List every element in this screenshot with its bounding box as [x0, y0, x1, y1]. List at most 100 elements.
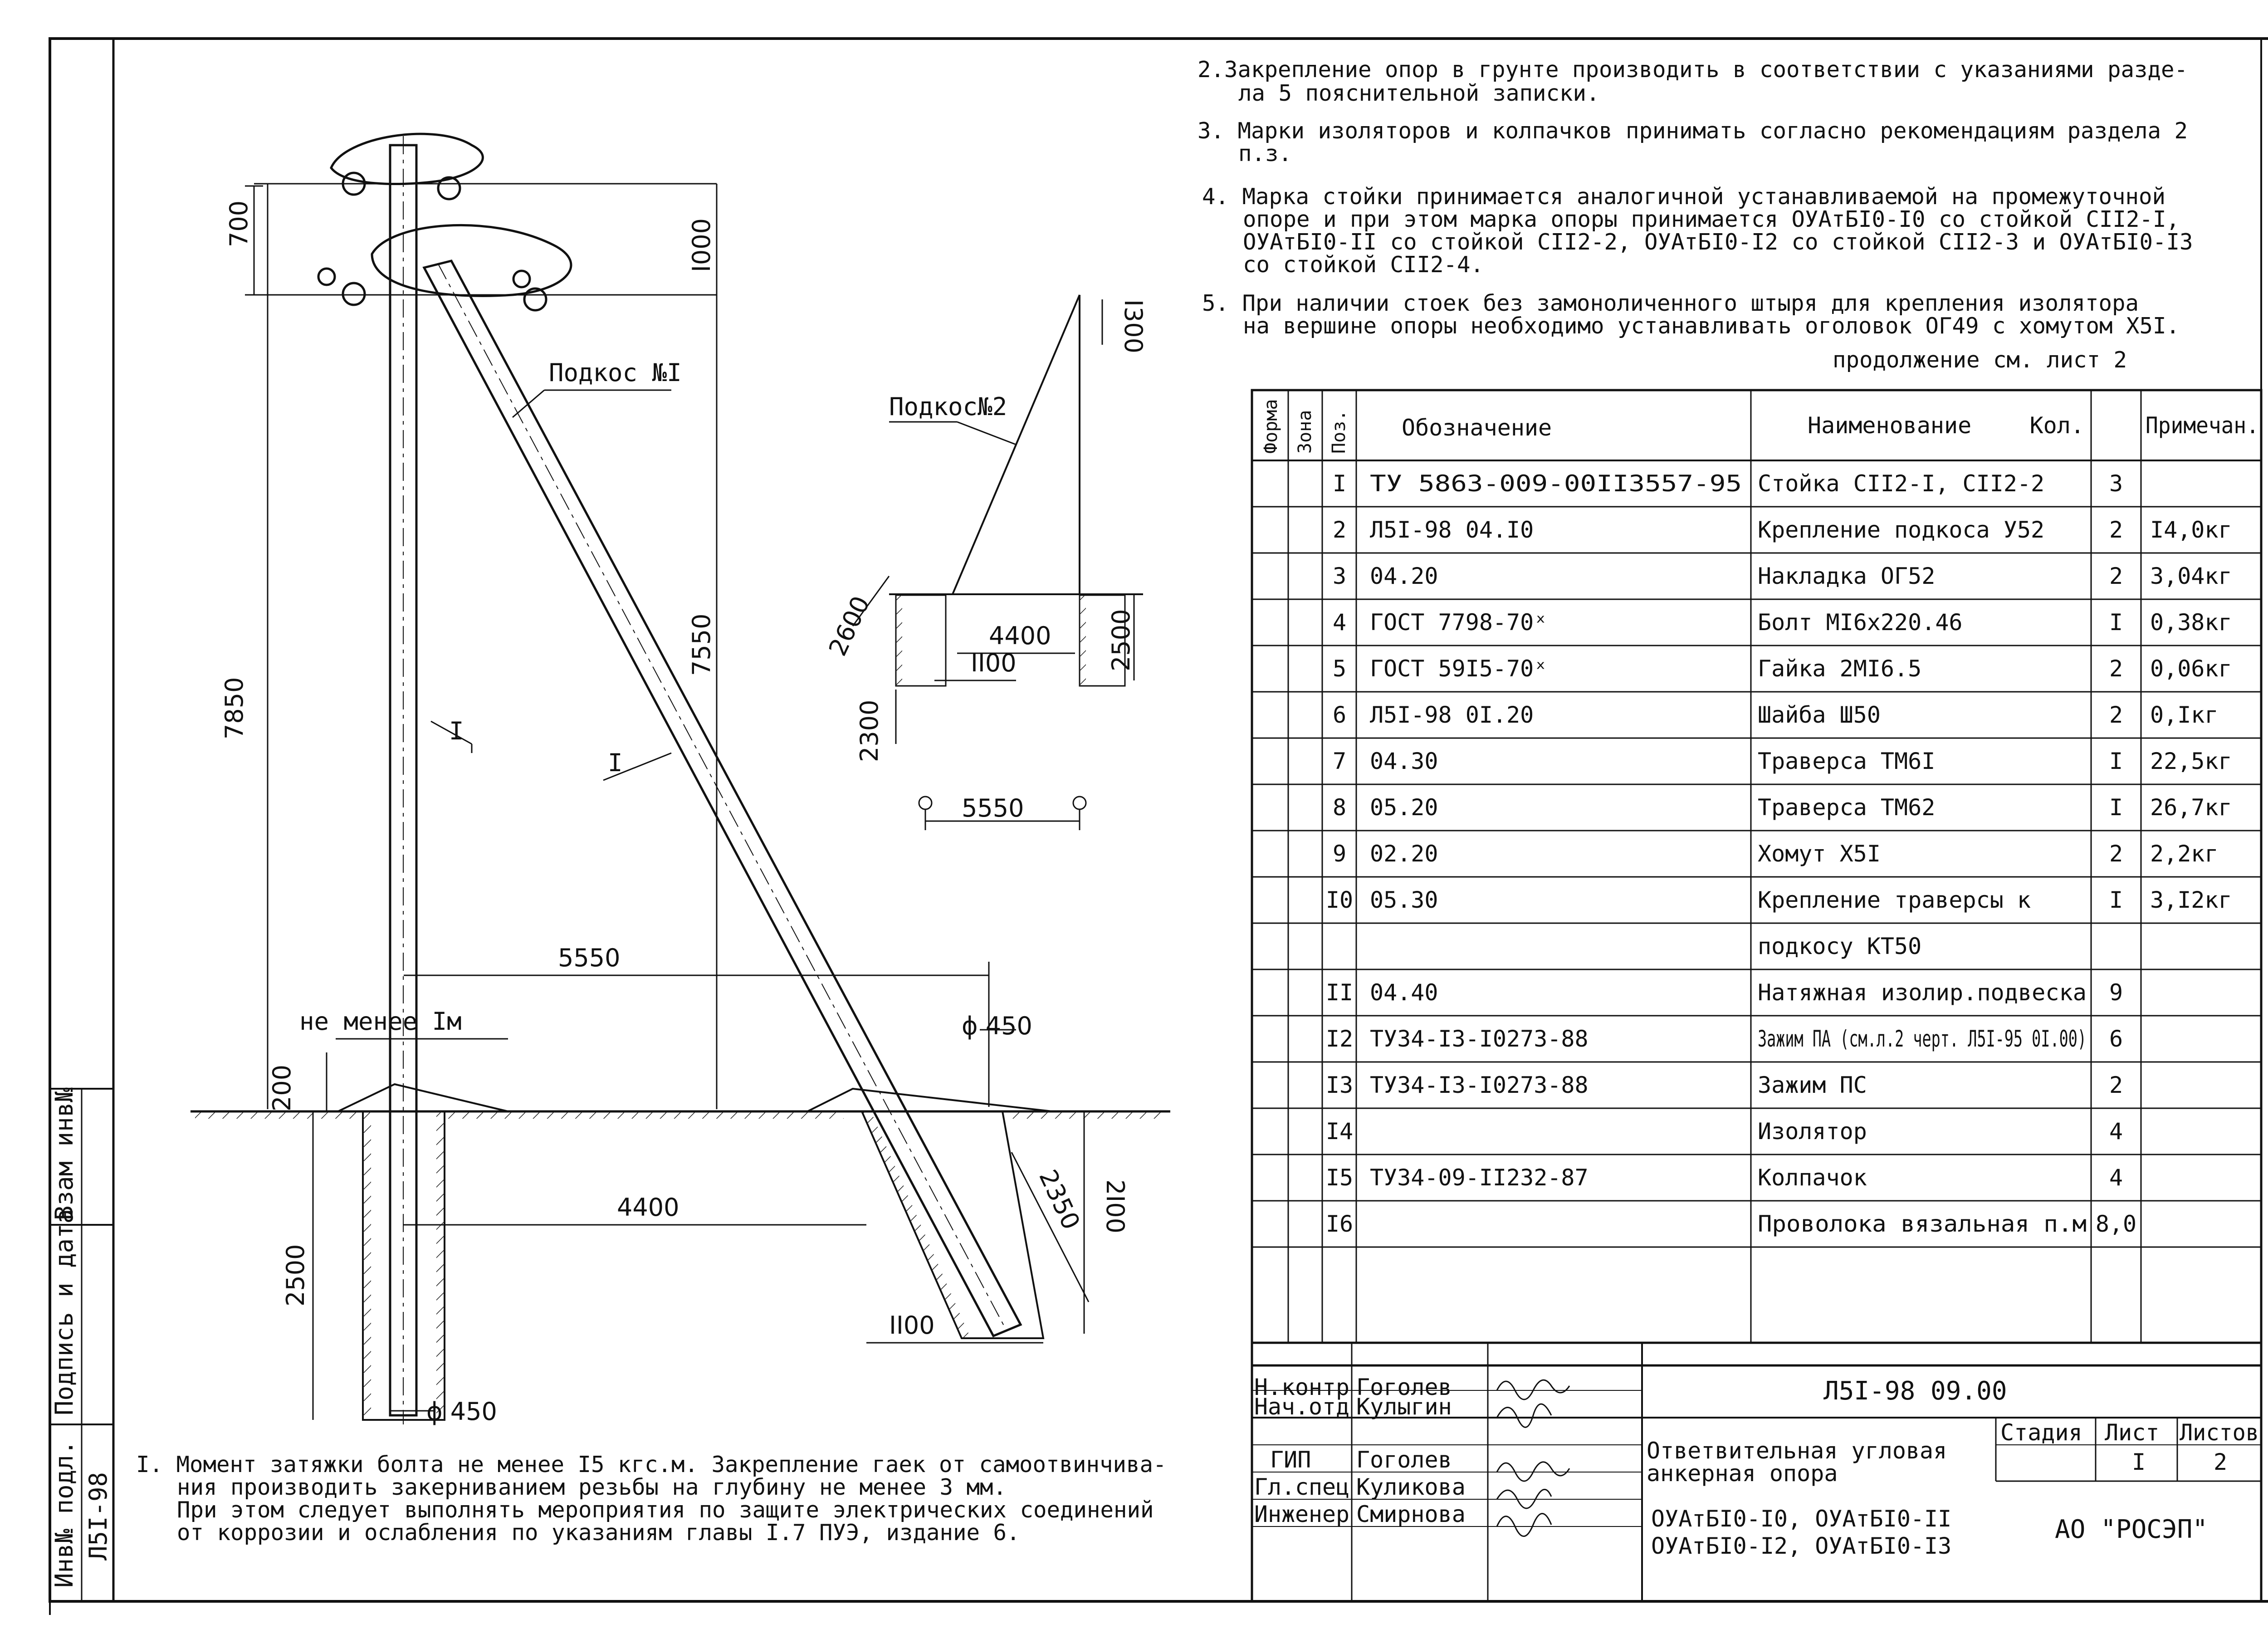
cell-poz: 6: [1333, 702, 1346, 728]
pole-drawing: [191, 132, 1170, 1424]
cell-qty: I: [2109, 609, 2123, 636]
cell-name: подкосу КТ50: [1758, 933, 1921, 959]
header-poz: Поз.: [1329, 410, 1349, 454]
cell-designation: 04.20: [1370, 563, 1438, 589]
role-4: Инженер: [1254, 1501, 1349, 1527]
cell-qty: 2: [2109, 1072, 2123, 1098]
podpis-data-label: Подпись и дата: [50, 1209, 78, 1415]
cell-poz: 3: [1333, 563, 1346, 589]
notes-block: 2.Закрепление опор в грунте производить …: [136, 57, 2193, 1546]
cell-poz: II: [1326, 979, 1353, 1006]
cell-note: 3,04кг: [2150, 563, 2232, 589]
title-block: [1251, 1341, 2263, 1603]
cell-qty: 4: [2109, 1118, 2123, 1145]
small-dim-1100: II00: [971, 649, 1017, 677]
doc-code: Л5I-98 09.00: [1823, 1376, 2007, 1406]
note-5-line-2: на вершине опоры необходимо устанавливат…: [1243, 313, 2180, 339]
role-0-name: Гоголев: [1356, 1374, 1452, 1400]
cell-designation: ГОСТ 59I5-70ˣ: [1370, 656, 1547, 682]
cell-designation: 04.30: [1370, 748, 1438, 774]
dim-2350: 2350: [1033, 1165, 1085, 1234]
dim-200: 200: [268, 1065, 296, 1111]
header-note: Примечан.: [2146, 412, 2259, 439]
brace-label: I: [608, 749, 623, 777]
role-2: ГИП: [1270, 1447, 1311, 1473]
note-4-line-4: со стойкой СII2-4.: [1243, 252, 1484, 278]
cell-qty: 2: [2109, 841, 2123, 867]
cell-qty: 2: [2109, 702, 2123, 728]
cell-qty: 2: [2109, 656, 2123, 682]
cell-qty: 2: [2109, 517, 2123, 543]
cell-name: Натяжная изолир.подвеска: [1758, 979, 2087, 1006]
cell-note: 22,5кг: [2150, 748, 2232, 774]
spec-grid-lines: [1252, 506, 2261, 1248]
cell-name: Зажим ПС: [1758, 1072, 1867, 1098]
dim-4400: 4400: [617, 1193, 679, 1222]
cell-designation: Л5I-98 04.I0: [1370, 517, 1534, 543]
cell-poz: I5: [1326, 1164, 1353, 1191]
cell-name: Накладка ОГ52: [1758, 563, 1935, 589]
cell-designation: 04.40: [1370, 979, 1438, 1006]
dim-2100: 2I00: [1101, 1179, 1129, 1233]
small-dim-2600: 2600: [823, 592, 875, 660]
dim-1000: I000: [687, 218, 716, 272]
note-3-line-2: п.з.: [1238, 141, 1292, 166]
role-1-name: Кулыгин: [1356, 1394, 1452, 1420]
title-line-1: Ответвительная угловая: [1647, 1438, 1947, 1464]
note-1-line-1: I. Момент затяжки болта не менее I5 кгс.…: [136, 1452, 1167, 1477]
dim-7550: 7550: [687, 614, 716, 676]
sheets-value: 2: [2214, 1449, 2227, 1475]
note-2-line-1: 2.Закрепление опор в грунте производить …: [1198, 57, 2188, 83]
cell-poz: 7: [1333, 748, 1346, 774]
cell-designation: ТУ 5863-009-00II3557-95: [1370, 470, 1742, 497]
sheets-label: Листов: [2180, 1419, 2259, 1446]
cell-name: Хомут Х5I: [1758, 841, 1881, 867]
cell-name: Крепление траверсы к: [1758, 887, 2031, 913]
cell-name: Гайка 2МI6.5: [1758, 656, 1921, 682]
header-name: Наименование: [1808, 412, 1971, 439]
pole-label: I: [449, 717, 464, 745]
cell-designation: ТУ34-I3-I0273-88: [1370, 1026, 1589, 1052]
note-2-line-2: ла 5 пояснительной записки.: [1238, 80, 1600, 106]
note-1-line-2: ния производить закерниванием резьбы на …: [177, 1474, 1007, 1500]
cell-poz: 8: [1333, 794, 1346, 821]
title-line-2: анкерная опора: [1647, 1460, 1838, 1487]
header-forma: Форма: [1261, 399, 1281, 454]
role-0: Н.контр: [1254, 1374, 1349, 1400]
title-line-4: ОУАтБI0-I2, ОУАтБI0-I3: [1651, 1533, 1951, 1559]
cell-designation: 02.20: [1370, 841, 1438, 867]
cell-note: 2,2кг: [2150, 841, 2219, 867]
dim-2500: 2500: [281, 1244, 310, 1306]
small-dim-2500: 2500: [1107, 609, 1135, 671]
cell-name: Колпачок: [1758, 1164, 1867, 1191]
cell-qty: I: [2109, 794, 2123, 821]
note-1-line-4: от коррозии и ослабления по указаниям гл…: [177, 1520, 1020, 1546]
dim-1100: II00: [889, 1311, 935, 1340]
cell-name: Шайба Ш50: [1758, 702, 1881, 728]
cell-designation: ТУ34-09-II232-87: [1370, 1164, 1589, 1191]
role-3-name: Куликова: [1356, 1474, 1466, 1500]
spec-table: Форма Зона Поз. Обозначение Наименование…: [1251, 389, 2263, 1367]
note-4-line-1: 4. Марка стойки принимается аналогичной …: [1202, 184, 2165, 210]
role-4-name: Смирнова: [1356, 1501, 1466, 1527]
org-name: АО "РОСЭП": [2055, 1515, 2208, 1544]
cell-poz: I0: [1326, 887, 1353, 913]
cell-poz: 4: [1333, 609, 1346, 636]
header-zona: Зона: [1295, 410, 1315, 454]
left-stamp: Инв№ подл. Л5I-98 Подпись и дата Взам ин…: [50, 1087, 112, 1588]
small-dim-5550: 5550: [962, 794, 1024, 822]
note-1-line-3: При этом следует выполнять мероприятия п…: [177, 1497, 1154, 1523]
cell-qty: 2: [2109, 563, 2123, 589]
cell-poz: I2: [1326, 1026, 1353, 1052]
cell-designation: Л5I-98 0I.20: [1370, 702, 1534, 728]
cell-note: 3,I2кг: [2150, 887, 2232, 913]
cell-name: Крепление подкоса У52: [1758, 517, 2044, 543]
dim-700: 700: [225, 201, 253, 247]
cell-poz: 9: [1333, 841, 1346, 867]
cell-qty: I: [2109, 887, 2123, 913]
cell-name: Траверса ТМ6I: [1758, 748, 1935, 774]
dim-5550: 5550: [558, 944, 620, 972]
cell-qty: 6: [2109, 1026, 2123, 1052]
cell-poz: I3: [1326, 1072, 1353, 1098]
